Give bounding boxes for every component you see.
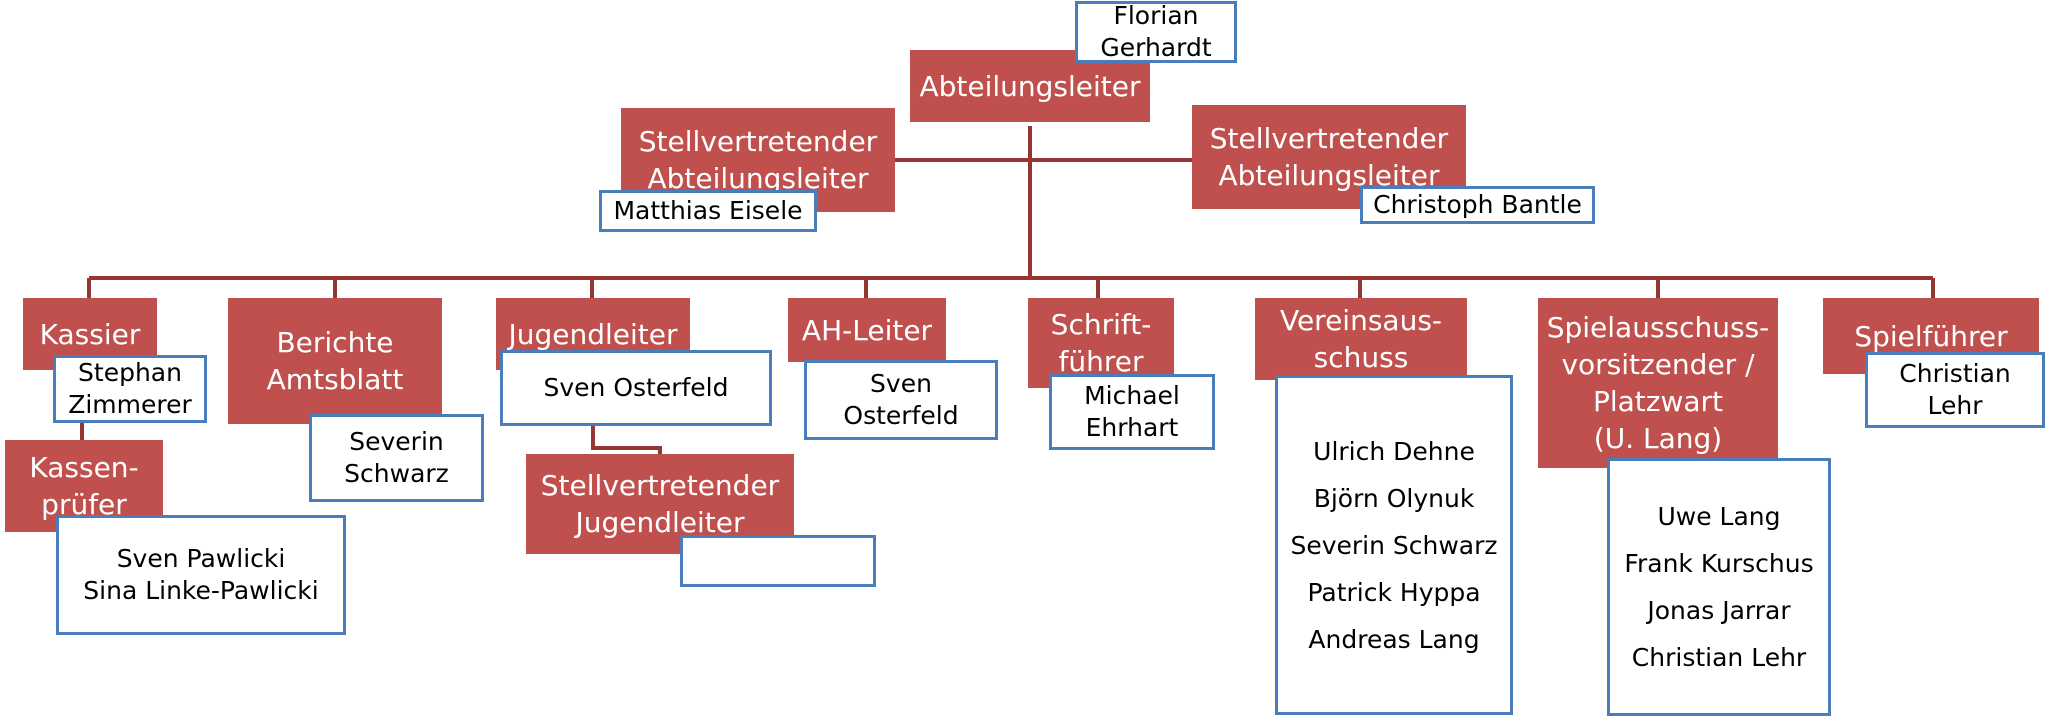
person-kassenpruefer-line-2: Sina Linke-Pawlicki xyxy=(83,576,319,605)
person-spielausschuss-line-2: Frank Kurschus xyxy=(1624,549,1814,578)
role-kassenpruefer-line-1: Kassen- xyxy=(29,451,139,484)
person-ah-leiter-line-2: Osterfeld xyxy=(843,401,959,430)
role-vereinsausschuss: Vereinsaus-schuss xyxy=(1255,298,1467,380)
person-kassier-line-1: Stephan xyxy=(78,358,182,387)
role-stv-jugendleiter-line-2: Jugendleiter xyxy=(575,506,745,539)
role-stv-jugendleiter-line-1: Stellvertretender xyxy=(540,469,780,502)
role-spielausschuss-line-4: (U. Lang) xyxy=(1593,422,1723,455)
person-stv-abteilungsleiter-right: Christoph Bantle xyxy=(1360,186,1595,224)
person-spielfuehrer-line-2: Lehr xyxy=(1927,391,1983,420)
person-spielausschuss-line-4: Christian Lehr xyxy=(1631,643,1807,672)
role-abteilungsleiter-line-1: Abteilungsleiter xyxy=(919,69,1141,103)
person-vereinsausschuss-line-4: Patrick Hyppa xyxy=(1307,577,1481,607)
role-schriftfuehrer-line-2: führer xyxy=(1058,345,1144,378)
role-spielausschuss-line-2: vorsitzender / xyxy=(1561,348,1755,381)
role-stv-abteilungsleiter-left-line-1: Stellvertretender xyxy=(638,125,878,158)
person-stv-abteilungsleiter-left-line-1: Matthias Eisele xyxy=(613,196,803,225)
role-stv-abteilungsleiter-right-line-1: Stellvertretender xyxy=(1209,122,1449,155)
role-spielausschuss: Spielausschuss-vorsitzender / Platzwart (U… xyxy=(1538,298,1778,468)
person-spielausschuss-line-1: Uwe Lang xyxy=(1657,502,1781,531)
role-ah-leiter-line-1: AH-Leiter xyxy=(801,313,933,347)
person-berichte-amtsblatt-line-1: Severin xyxy=(349,427,444,456)
role-stv-abteilungsleiter-left-line-2: Abteilungsleiter xyxy=(647,162,869,195)
person-schriftfuehrer-line-1: Michael xyxy=(1084,381,1180,410)
person-vereinsausschuss-line-5: Andreas Lang xyxy=(1308,624,1480,654)
person-berichte-amtsblatt-line-2: Schwarz xyxy=(344,459,449,488)
person-schriftfuehrer-line-2: Ehrhart xyxy=(1085,413,1179,442)
role-spielausschuss-line-3: Platzwart xyxy=(1592,385,1724,418)
person-ah-leiter-line-1: Sven xyxy=(870,369,932,398)
person-kassier-line-2: Zimmerer xyxy=(68,390,192,419)
person-spielfuehrer-line-1: Christian xyxy=(1899,359,2011,388)
person-jugendleiter-line-1: Sven Osterfeld xyxy=(543,373,729,402)
person-abteilungsleiter-line-2: Gerhardt xyxy=(1100,33,1212,62)
person-stv-abteilungsleiter-left: Matthias Eisele xyxy=(599,190,817,232)
role-vereinsausschuss-line-1: Vereinsaus- xyxy=(1279,304,1443,337)
role-kassier-line-1: Kassier xyxy=(39,317,141,351)
person-vereinsausschuss-line-2: Björn Olynuk xyxy=(1313,483,1475,513)
person-kassenpruefer-line-1: Sven Pawlicki xyxy=(116,544,286,573)
person-jugendleiter: Sven Osterfeld xyxy=(500,350,772,426)
person-stv-jugendleiter xyxy=(680,535,876,587)
role-spielfuehrer-line-1: Spielführer xyxy=(1854,319,2008,353)
person-abteilungsleiter-line-1: Florian xyxy=(1113,1,1199,30)
connector-jugend-stv xyxy=(591,420,662,454)
role-jugendleiter-line-1: Jugendleiter xyxy=(508,317,678,351)
person-vereinsausschuss-line-3: Severin Schwarz xyxy=(1290,530,1498,560)
role-ah-leiter: AH-Leiter xyxy=(788,298,946,362)
role-berichte-amtsblatt-line-1: Berichte xyxy=(276,326,394,359)
person-stv-abteilungsleiter-right-line-1: Christoph Bantle xyxy=(1373,190,1582,219)
person-vereinsausschuss-line-1: Ulrich Dehne xyxy=(1313,436,1475,466)
role-berichte-amtsblatt-line-2: Amtsblatt xyxy=(266,363,404,396)
role-vereinsausschuss-line-2: schuss xyxy=(1313,341,1409,374)
role-schriftfuehrer-line-1: Schrift- xyxy=(1050,308,1152,341)
role-abteilungsleiter: Abteilungsleiter xyxy=(910,50,1150,122)
role-schriftfuehrer: Schrift-führer xyxy=(1028,298,1174,388)
person-spielausschuss-line-3: Jonas Jarrar xyxy=(1647,596,1791,625)
role-spielausschuss-line-1: Spielausschuss- xyxy=(1546,311,1770,344)
